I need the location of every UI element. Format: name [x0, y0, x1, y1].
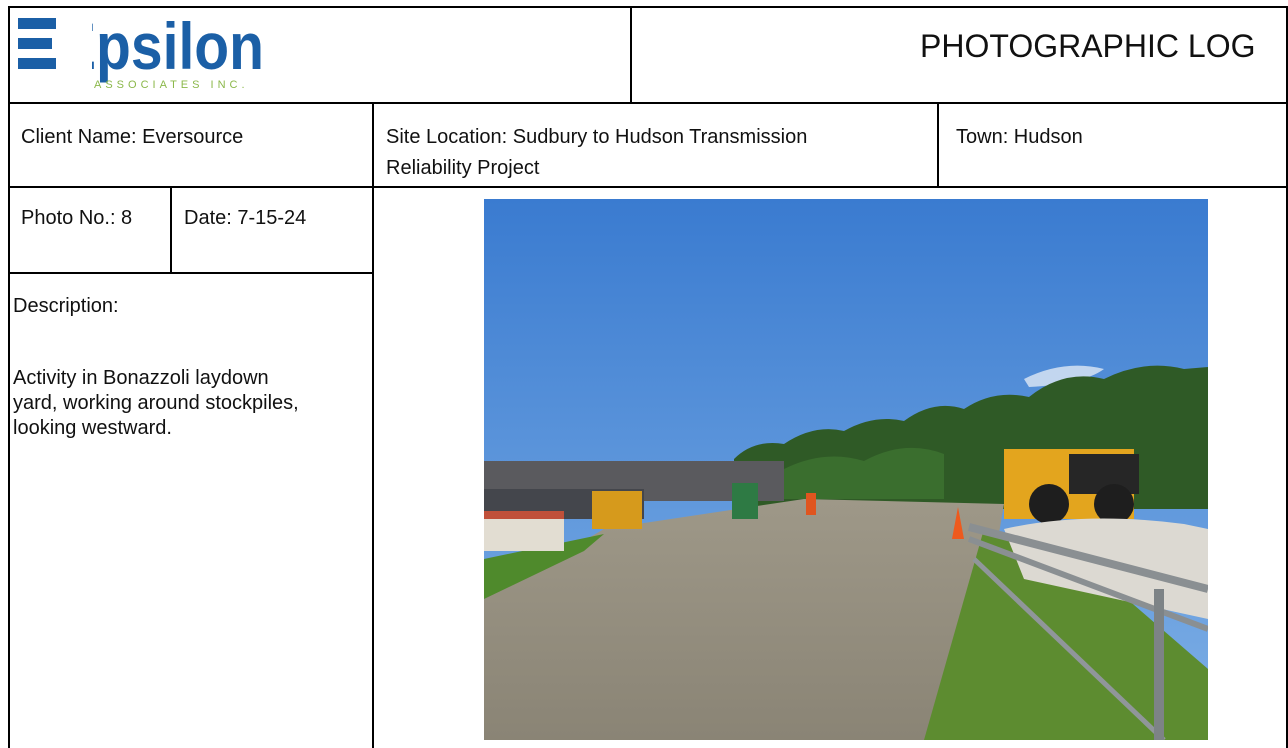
col-divider-left — [372, 102, 374, 748]
col-divider-photo-date — [170, 186, 172, 274]
photo-date: Date: 7-15-24 — [184, 207, 307, 229]
photo-number: Photo No.: 8 — [21, 207, 133, 229]
site-location-line1: Site Location: Sudbury to Hudson Transmi… — [386, 126, 808, 148]
table-border-left — [8, 6, 10, 748]
description-text-line2: yard, working around stockpiles, — [13, 392, 299, 414]
description-label: Description: — [13, 295, 119, 317]
logo-subtitle: ASSOCIATES INC. — [94, 79, 249, 91]
page-title: PHOTOGRAPHIC LOG — [920, 28, 1256, 64]
table-border-right — [1286, 6, 1288, 748]
client-name: Client Name: Eversource — [21, 126, 244, 148]
table-border-top — [8, 6, 1288, 8]
epsilon-logo: Epsilon ASSOCIATES INC. — [18, 12, 264, 91]
logo-wordmark: Epsilon — [58, 12, 264, 83]
row-divider-header — [8, 102, 1288, 104]
row-divider-photo-meta — [8, 272, 373, 274]
col-divider-town — [937, 102, 939, 187]
town: Town: Hudson — [956, 126, 1083, 148]
row-divider-info — [8, 186, 1288, 188]
site-photograph — [484, 199, 1208, 740]
col-divider-header — [630, 6, 632, 103]
site-location-line2: Reliability Project — [386, 157, 540, 179]
description-text-line3: looking westward. — [13, 417, 172, 439]
epsilon-e-bars-icon — [18, 18, 56, 69]
description-text-line1: Activity in Bonazzoli laydown — [13, 367, 269, 389]
